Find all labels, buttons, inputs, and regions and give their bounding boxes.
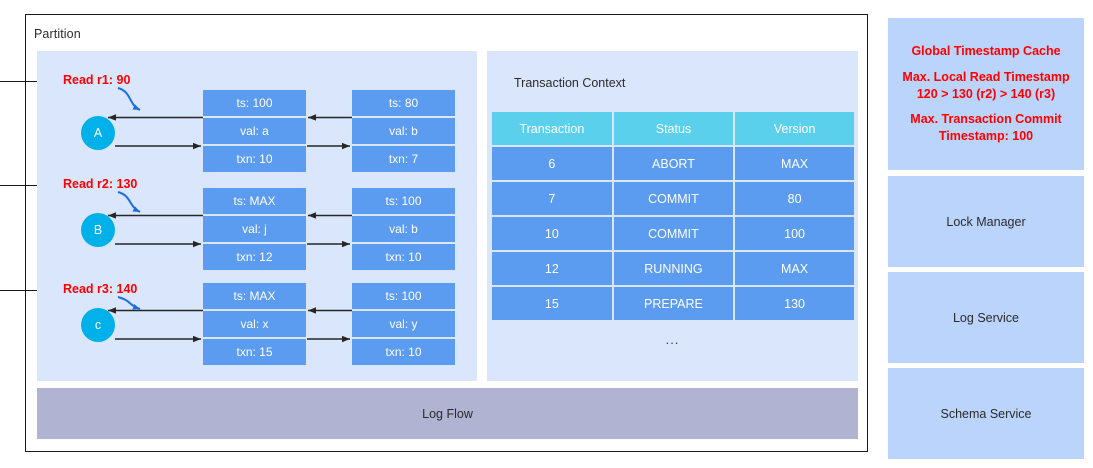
transaction-context-table: Transaction Status Version 6 ABORT MAX 7…: [490, 110, 856, 322]
log-flow-bar: Log Flow: [37, 388, 858, 439]
lock-manager-label: Lock Manager: [946, 214, 1026, 229]
schema-service-box: Schema Service: [888, 368, 1084, 459]
version-box-c-head: ts: MAX val: x txn: 15: [203, 283, 306, 365]
log-service-box: Log Service: [888, 272, 1084, 363]
version-txn: txn: 12: [203, 244, 306, 270]
transaction-context-title: Transaction Context: [514, 76, 626, 90]
version-box-a-head: ts: 100 val: a txn: 10: [203, 90, 306, 172]
schema-service-label: Schema Service: [940, 406, 1032, 421]
cell-status: COMMIT: [613, 217, 734, 250]
table-row: 10 COMMIT 100: [492, 217, 854, 250]
version-val: val: x: [203, 311, 306, 337]
read-label-r2: Read r2: 130: [63, 177, 138, 191]
transaction-context-ellipsis: ...: [665, 332, 680, 347]
version-box-c-prev: ts: 100 val: y txn: 10: [352, 283, 455, 365]
version-ts: ts: 80: [352, 90, 455, 116]
log-service-label: Log Service: [952, 310, 1019, 325]
column-header-status: Status: [613, 112, 734, 145]
lock-manager-box: Lock Manager: [888, 176, 1084, 267]
version-box-b-prev: ts: 100 val: b txn: 10: [352, 188, 455, 270]
version-val: val: b: [352, 216, 455, 242]
version-val: val: a: [203, 118, 306, 144]
gtc-line-2: 120 > 130 (r2) > 140 (r3): [916, 86, 1056, 101]
version-val: val: y: [352, 311, 455, 337]
version-txn: txn: 10: [203, 146, 306, 172]
version-txn: txn: 15: [203, 339, 306, 365]
version-val: val: b: [352, 118, 455, 144]
version-ts: ts: 100: [352, 283, 455, 309]
column-header-version: Version: [735, 112, 854, 145]
partition-title: Partition: [34, 27, 81, 41]
timeline-tick-r1: [0, 81, 60, 82]
version-ts: ts: MAX: [203, 283, 306, 309]
table-row: 6 ABORT MAX: [492, 147, 854, 180]
cell-version: MAX: [735, 252, 854, 285]
gtc-line-3: Max. Transaction Commit: [910, 112, 1062, 127]
cell-transaction: 10: [492, 217, 612, 250]
read-label-r3: Read r3: 140: [63, 282, 138, 296]
cell-status: PREPARE: [613, 287, 734, 320]
cell-version: 130: [735, 287, 854, 320]
version-txn: txn: 10: [352, 244, 455, 270]
table-row: 7 COMMIT 80: [492, 182, 854, 215]
cell-status: ABORT: [613, 147, 734, 180]
cell-version: 80: [735, 182, 854, 215]
row-key-circle-b: B: [81, 213, 115, 247]
cell-transaction: 15: [492, 287, 612, 320]
version-val: val: j: [203, 216, 306, 242]
table-row: 12 RUNNING MAX: [492, 252, 854, 285]
cell-status: RUNNING: [613, 252, 734, 285]
version-txn: txn: 7: [352, 146, 455, 172]
gtc-line-1: Max. Local Read Timestamp: [902, 69, 1070, 84]
cell-transaction: 6: [492, 147, 612, 180]
cell-version: MAX: [735, 147, 854, 180]
version-ts: ts: MAX: [203, 188, 306, 214]
version-ts: ts: 100: [203, 90, 306, 116]
read-label-r1: Read r1: 90: [63, 73, 131, 87]
row-key-circle-c: c: [81, 308, 115, 342]
transaction-context-panel: [487, 51, 858, 381]
version-ts: ts: 100: [352, 188, 455, 214]
table-header-row: Transaction Status Version: [492, 112, 854, 145]
row-key-circle-a: A: [81, 116, 115, 150]
global-timestamp-cache-box: Global Timestamp Cache Max. Local Read T…: [888, 18, 1084, 170]
gtc-title: Global Timestamp Cache: [911, 43, 1061, 58]
log-flow-label: Log Flow: [422, 406, 473, 421]
timeline-tick-r3: [0, 290, 60, 291]
version-box-b-head: ts: MAX val: j txn: 12: [203, 188, 306, 270]
version-txn: txn: 10: [352, 339, 455, 365]
gtc-line-4: Timestamp: 100: [938, 129, 1034, 144]
cell-version: 100: [735, 217, 854, 250]
table-row: 15 PREPARE 130: [492, 287, 854, 320]
column-header-transaction: Transaction: [492, 112, 612, 145]
version-box-a-prev: ts: 80 val: b txn: 7: [352, 90, 455, 172]
cell-transaction: 12: [492, 252, 612, 285]
cell-transaction: 7: [492, 182, 612, 215]
cell-status: COMMIT: [613, 182, 734, 215]
timeline-tick-r2: [0, 185, 60, 186]
